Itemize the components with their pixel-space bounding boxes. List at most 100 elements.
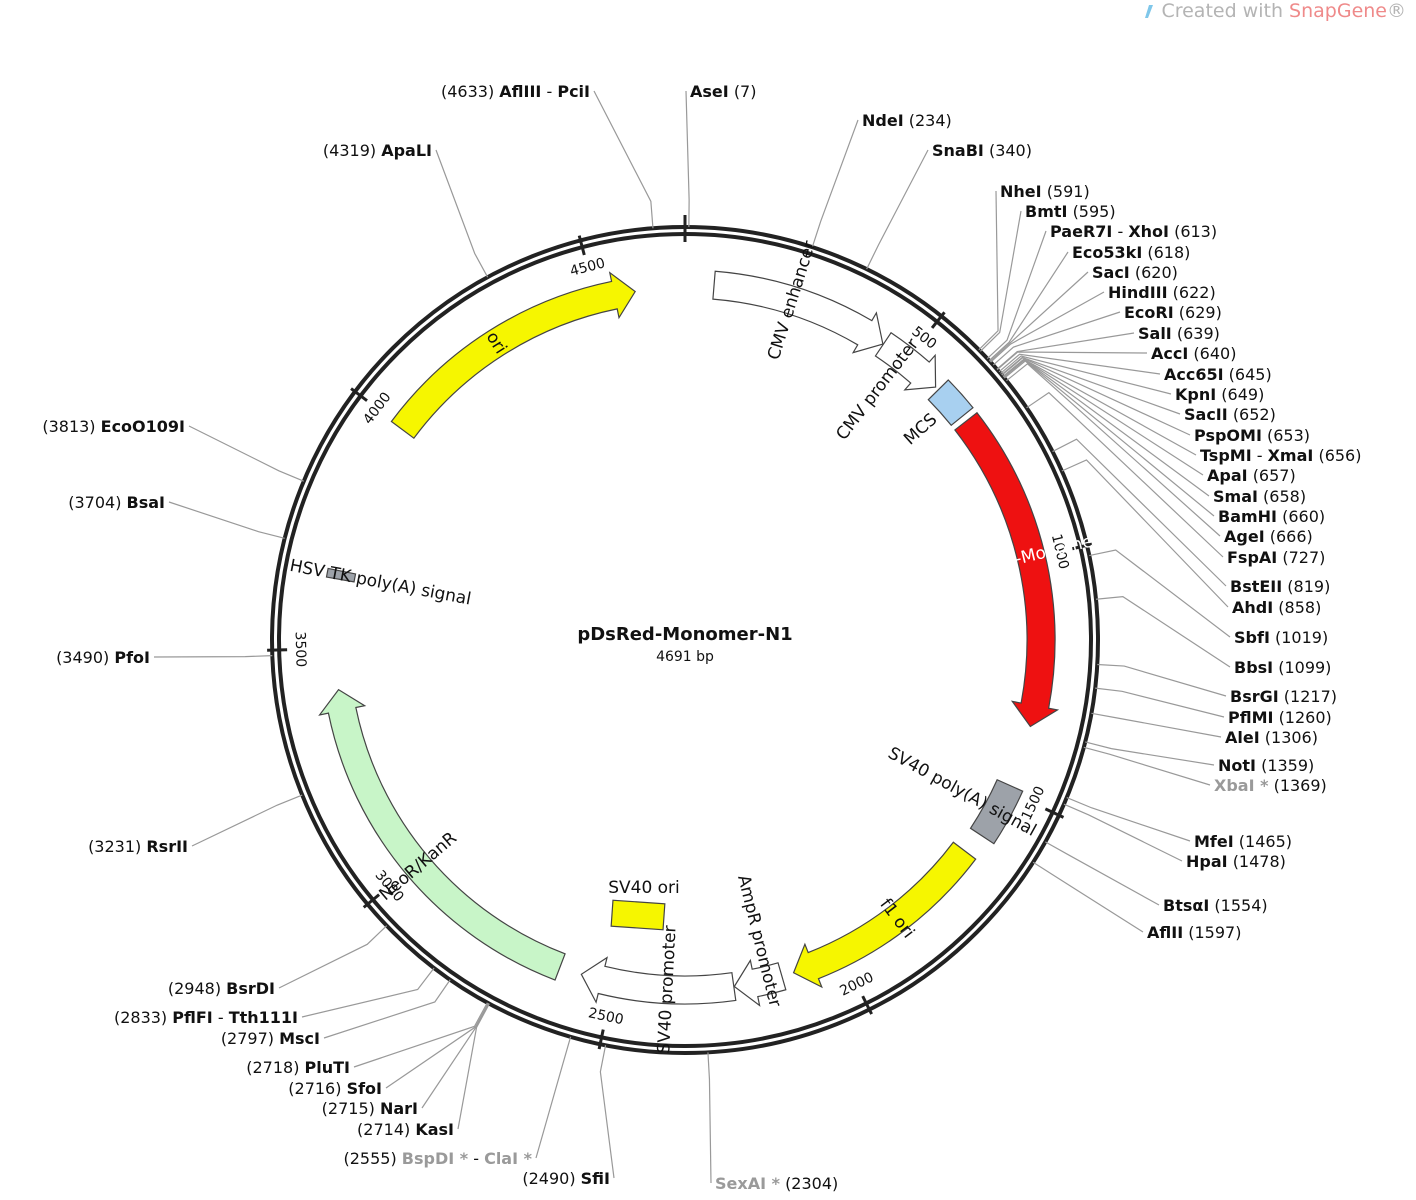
site-label: AflII (1597) bbox=[1147, 923, 1241, 942]
site-label: SacII (652) bbox=[1184, 405, 1276, 424]
plasmid-name: pDsRed-Monomer-N1 bbox=[577, 624, 792, 645]
site-position: (658) bbox=[1263, 487, 1306, 506]
site-leader bbox=[978, 190, 999, 351]
site-label: AgeI (666) bbox=[1224, 527, 1313, 546]
site-label: BamHI (660) bbox=[1218, 507, 1325, 526]
site-position: (1359) bbox=[1261, 756, 1314, 775]
site-enzyme-name: SacI bbox=[1092, 263, 1130, 282]
site-enzyme-name: NotI bbox=[1218, 756, 1256, 775]
site-apai: ApaI (657) bbox=[1207, 466, 1296, 485]
site-position: (2716) bbox=[288, 1079, 341, 1098]
site-position: (1465) bbox=[1239, 832, 1292, 851]
site-label: AleI (1306) bbox=[1225, 728, 1318, 747]
site-ndei: NdeI (234) bbox=[862, 111, 952, 130]
watermark-brand: SnapGene bbox=[1289, 0, 1387, 22]
site-enzyme-name: BstEII bbox=[1230, 577, 1282, 596]
site-ecoo109i: (3813) EcoO109I bbox=[42, 417, 185, 436]
site-bsrdi: (2948) BsrDI bbox=[168, 979, 275, 998]
site-bsteii: BstEII (819) bbox=[1230, 577, 1330, 596]
site-enzyme-name: BbsI bbox=[1234, 658, 1273, 677]
site-leader bbox=[301, 967, 435, 1018]
site-leader bbox=[986, 230, 1047, 360]
site-label: (4633) AflIII - PciI bbox=[441, 82, 590, 101]
site-enzyme-name: AccI bbox=[1151, 344, 1188, 363]
site-smai: SmaI (658) bbox=[1213, 487, 1306, 506]
site-position: (4319) bbox=[323, 141, 376, 160]
site-position: (660) bbox=[1282, 507, 1325, 526]
site-position: (591) bbox=[1047, 182, 1090, 201]
site-hpai: HpaI (1478) bbox=[1186, 852, 1286, 871]
site-label: PflMI (1260) bbox=[1228, 708, 1332, 727]
site-enzyme-name: KasI bbox=[415, 1120, 454, 1139]
site-label: BstEII (819) bbox=[1230, 577, 1330, 596]
site-enzyme-name: Eco53kI bbox=[1072, 243, 1142, 262]
site-label: (2714) KasI bbox=[357, 1120, 454, 1139]
site-acc65i: Acc65I (645) bbox=[1164, 365, 1272, 384]
site-label: HpaI (1478) bbox=[1186, 852, 1286, 871]
site-label: AseI (7) bbox=[690, 82, 756, 101]
site-separator: - bbox=[213, 1008, 229, 1027]
site-position: (2718) bbox=[246, 1058, 299, 1077]
site-pfoi: (3490) PfoI bbox=[56, 648, 150, 667]
site-leader bbox=[996, 351, 1148, 371]
site-snabi: SnaBI (340) bbox=[932, 141, 1032, 160]
site-leader bbox=[685, 90, 690, 228]
site-enzyme-name: SfiI bbox=[581, 1169, 610, 1188]
site-asei: AseI (7) bbox=[690, 82, 756, 101]
site-alei: AleI (1306) bbox=[1225, 728, 1318, 747]
site-acci: AccI (640) bbox=[1151, 344, 1236, 363]
site-leader bbox=[1083, 746, 1211, 786]
site-label: NdeI (234) bbox=[862, 111, 952, 130]
site-sali: SalI (639) bbox=[1138, 324, 1220, 343]
feature-neor-kanr: NeoR/KanR bbox=[318, 688, 566, 981]
site-label: XbaI * (1369) bbox=[1214, 776, 1327, 795]
site-position: (7) bbox=[734, 82, 757, 101]
site-bbsi: BbsI (1099) bbox=[1234, 658, 1331, 677]
site-leader bbox=[353, 1002, 488, 1068]
site-label: SexAI * (2304) bbox=[715, 1174, 838, 1193]
tick-label: 2500 bbox=[587, 1005, 625, 1028]
site-enzyme-name: NarI bbox=[380, 1099, 418, 1118]
feature-shape bbox=[580, 956, 737, 1005]
site-position: (2948) bbox=[168, 979, 221, 998]
tick-mark bbox=[597, 1029, 605, 1050]
feature-sv40-ori: SV40 ori bbox=[608, 878, 680, 931]
site-tspmi: TspMI - XmaI (656) bbox=[1200, 446, 1361, 465]
site-leader bbox=[1052, 438, 1227, 587]
site-label: ApaI (657) bbox=[1207, 466, 1296, 485]
site-sfii: (2490) SfiI bbox=[522, 1169, 610, 1188]
site-leader bbox=[1032, 861, 1144, 933]
tick-mark bbox=[350, 387, 368, 402]
feature-label: MCS bbox=[900, 410, 941, 450]
sv40-ori-box bbox=[610, 899, 666, 931]
site-leader bbox=[1006, 362, 1221, 537]
site-enzyme-name: PluTI bbox=[305, 1058, 350, 1077]
site-separator: - bbox=[1252, 446, 1268, 465]
site-enzyme-name: Acc65I bbox=[1164, 365, 1224, 384]
site-enzyme-name: TspMI bbox=[1200, 446, 1252, 465]
site-leader bbox=[1061, 459, 1229, 608]
site-leader bbox=[191, 794, 303, 847]
site-label: (3231) RsrII bbox=[88, 837, 188, 856]
feature-label: SV40 promoter bbox=[654, 925, 680, 1054]
site-label: HindIII (622) bbox=[1108, 283, 1216, 302]
site-enzyme-name: AflIII bbox=[499, 82, 541, 101]
site-leader bbox=[989, 271, 1089, 362]
feature-shape bbox=[874, 331, 937, 391]
site-pflfi: (2833) PflFI - Tth111I bbox=[114, 1008, 298, 1027]
feature-shape bbox=[390, 271, 636, 440]
tick-mark bbox=[1072, 542, 1093, 551]
site-nari: (2715) NarI bbox=[322, 1099, 418, 1118]
site-agei: AgeI (666) bbox=[1224, 527, 1313, 546]
site-bamhi: BamHI (660) bbox=[1218, 507, 1325, 526]
site-label: Eco53kI (618) bbox=[1072, 243, 1190, 262]
site-leader bbox=[979, 210, 1022, 352]
site-position: (819) bbox=[1287, 577, 1330, 596]
site-label: (2797) MscI bbox=[221, 1029, 320, 1048]
site-leader bbox=[990, 291, 1105, 363]
feature-label: SV40 ori bbox=[608, 878, 680, 898]
site-label: (3813) EcoO109I bbox=[42, 417, 185, 436]
site-enzyme-name: EcoO109I bbox=[101, 417, 185, 436]
site-position: (2490) bbox=[522, 1169, 575, 1188]
site-label: (3704) BsaI bbox=[68, 493, 165, 512]
